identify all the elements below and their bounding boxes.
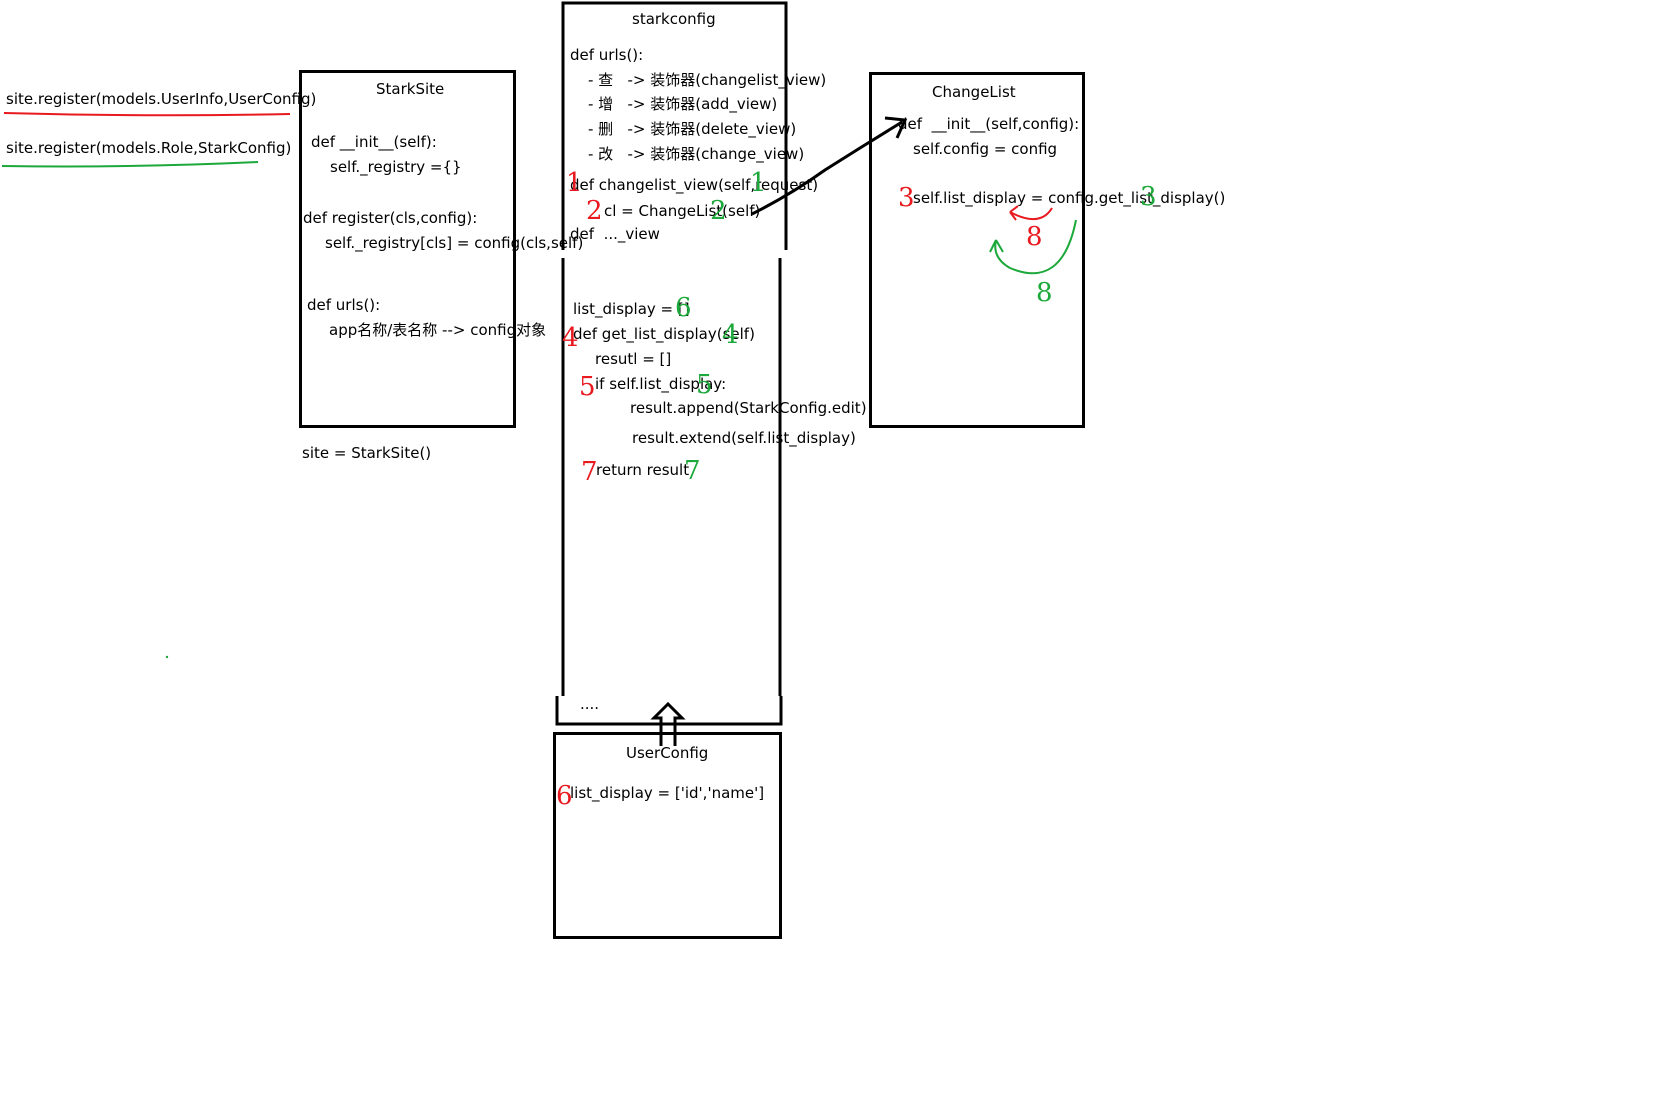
starkconfig-line: if self.list_display: [595,375,727,393]
starkconfig-line: return result [596,461,690,479]
starkconfig-line: - 增 -> 装饰器(add_view) [588,95,778,113]
green-underline [1,161,259,168]
red-step-number: 3 [898,183,915,213]
green-curve-arrow [994,219,1077,275]
inheritance-arrow [650,701,686,746]
changelist-line: def __init__(self,config): [898,115,1080,133]
green-step-number: 8 [1036,278,1053,308]
starkconfig-line: def ..._view [570,225,660,243]
starkconfig-line: def changelist_view(self,request) [570,176,819,194]
starksite-line: self._registry[cls] = config(cls,self) [325,234,584,252]
red-step-number: 4 [562,323,579,353]
changelist-box [869,72,1085,428]
starksite-line: app名称/表名称 --> config对象 [329,321,547,339]
starkconfig-line: resutl = [] [595,350,672,368]
red-step-number: 6 [556,781,573,811]
starksite-line: def register(cls,config): [303,209,478,227]
stray-dot [165,655,169,659]
starksite-line: self._registry ={} [330,158,462,176]
starkconfig-ellipsis: .... [580,695,600,713]
register-userinfo-call: site.register(models.UserInfo,UserConfig… [6,90,317,108]
starkconfig-line: def urls(): [570,46,644,64]
starkconfig-line: - 改 -> 装饰器(change_view) [588,145,805,163]
starksite-line: def urls(): [307,296,381,314]
starkconfig-line: def get_list_display(self) [573,325,755,343]
green-step-number: 3 [1140,182,1157,212]
starkconfig-line: list_display = [] [573,300,690,318]
red-step-number: 7 [581,457,598,487]
starkconfig-line: cl = ChangeList(self) [604,202,761,220]
call-arrow [751,120,903,216]
red-underline [3,112,291,117]
starkconfig-line: - 查 -> 装饰器(changelist_view) [588,71,827,89]
changelist-line: self.list_display = config.get_list_disp… [913,189,1226,207]
userconfig-box [553,732,782,939]
register-role-call: site.register(models.Role,StarkConfig) [6,139,292,157]
green-step-number: 5 [696,370,713,400]
starkconfig-outline-upper [561,1,788,250]
starkconfig-line: result.extend(self.list_display) [632,429,856,447]
starksite-title: StarkSite [376,80,445,98]
starkconfig-line: - 删 -> 装饰器(delete_view) [588,120,797,138]
userconfig-line: list_display = ['id','name'] [570,784,765,802]
starksite-box [299,70,516,428]
green-step-number: 7 [684,456,701,486]
call-arrow-head [884,116,908,139]
starkconfig-line: result.append(StarkConfig.edit) [630,399,867,417]
changelist-title: ChangeList [932,83,1016,101]
red-step-number: 2 [586,196,603,226]
red-step-number: 8 [1026,222,1043,252]
starkconfig-title: starkconfig [632,10,716,28]
red-curve-arrow [1009,207,1053,220]
changelist-line: self.config = config [913,140,1058,158]
red-step-number: 1 [566,168,583,198]
red-step-number: 5 [579,372,596,402]
starkconfig-outline-lower [555,258,783,726]
green-step-number: 2 [710,196,727,226]
green-step-number: 6 [675,293,692,323]
green-step-number: 4 [722,320,739,350]
site-instance: site = StarkSite() [302,444,432,462]
green-step-number: 1 [750,168,767,198]
starksite-line: def __init__(self): [311,133,437,151]
userconfig-title: UserConfig [626,744,709,762]
